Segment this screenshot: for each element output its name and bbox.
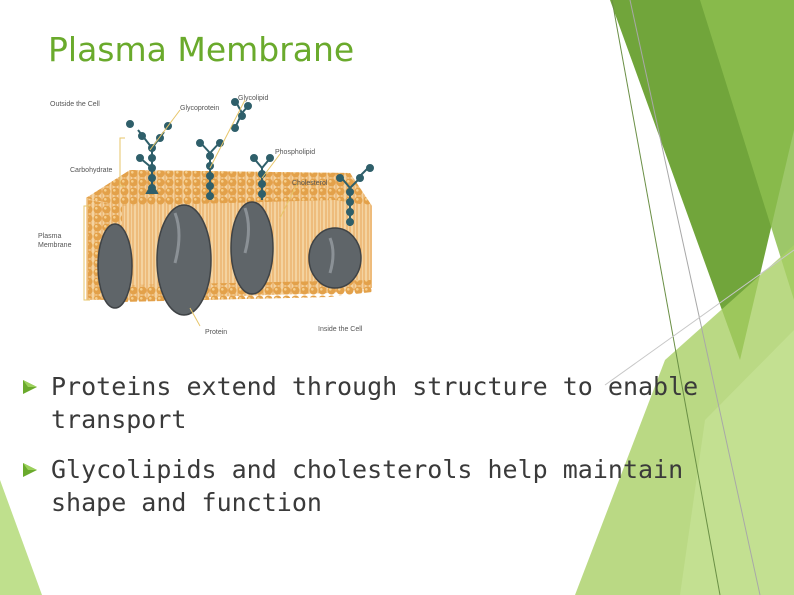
phospholipid-heads-top — [86, 170, 372, 206]
bullet-list: Proteins extend through structure to ena… — [22, 370, 712, 536]
plasma-membrane-diagram: Outside the Cell Glycoprotein Glycolipid… — [38, 95, 374, 336]
carbohydrate-bracket — [119, 137, 125, 187]
deco-corner-panel — [0, 480, 42, 595]
bullet-item: Proteins extend through structure to ena… — [22, 370, 712, 436]
label-phospholipid: Phospholipid — [275, 149, 315, 156]
label-membrane: Membrane — [38, 242, 72, 249]
protein-shape — [156, 204, 212, 316]
bullet-text: Proteins extend through structure to ena… — [51, 372, 699, 434]
slide-title: Plasma Membrane — [48, 30, 355, 69]
protein-shape — [308, 227, 362, 289]
label-glycoprotein: Glycoprotein — [180, 105, 219, 112]
arrow-bullet-icon — [23, 380, 37, 394]
label-carbohydrate: Carbohydrate — [70, 167, 113, 174]
label-cholesterol: Cholesterol — [292, 180, 328, 187]
carbohydrate-chains — [126, 98, 374, 226]
deco-line — [604, 249, 794, 386]
label-outside-cell: Outside the Cell — [50, 101, 100, 108]
deco-pale-green-panel — [680, 330, 794, 595]
protein-shape — [230, 201, 274, 295]
membrane-proteins — [97, 201, 362, 316]
label-plasma: Plasma — [38, 233, 61, 240]
deco-line — [629, 0, 761, 595]
label-inside-cell: Inside the Cell — [318, 326, 363, 333]
deco-mid-green-panel — [700, 0, 794, 300]
deco-line — [611, 0, 721, 595]
plasma-membrane-bracket — [83, 205, 90, 301]
bullet-item: Glycolipids and cholesterols help mainta… — [22, 453, 712, 519]
arrow-bullet-icon — [23, 463, 37, 477]
bullet-text: Glycolipids and cholesterols help mainta… — [51, 455, 684, 517]
glycolipid-head — [145, 187, 159, 194]
protein-shape — [97, 223, 133, 309]
leader-lines — [83, 99, 299, 327]
label-protein: Protein — [205, 329, 227, 336]
phospholipid-heads-bottom — [88, 280, 372, 302]
label-glycolipid: Glycolipid — [238, 95, 268, 102]
